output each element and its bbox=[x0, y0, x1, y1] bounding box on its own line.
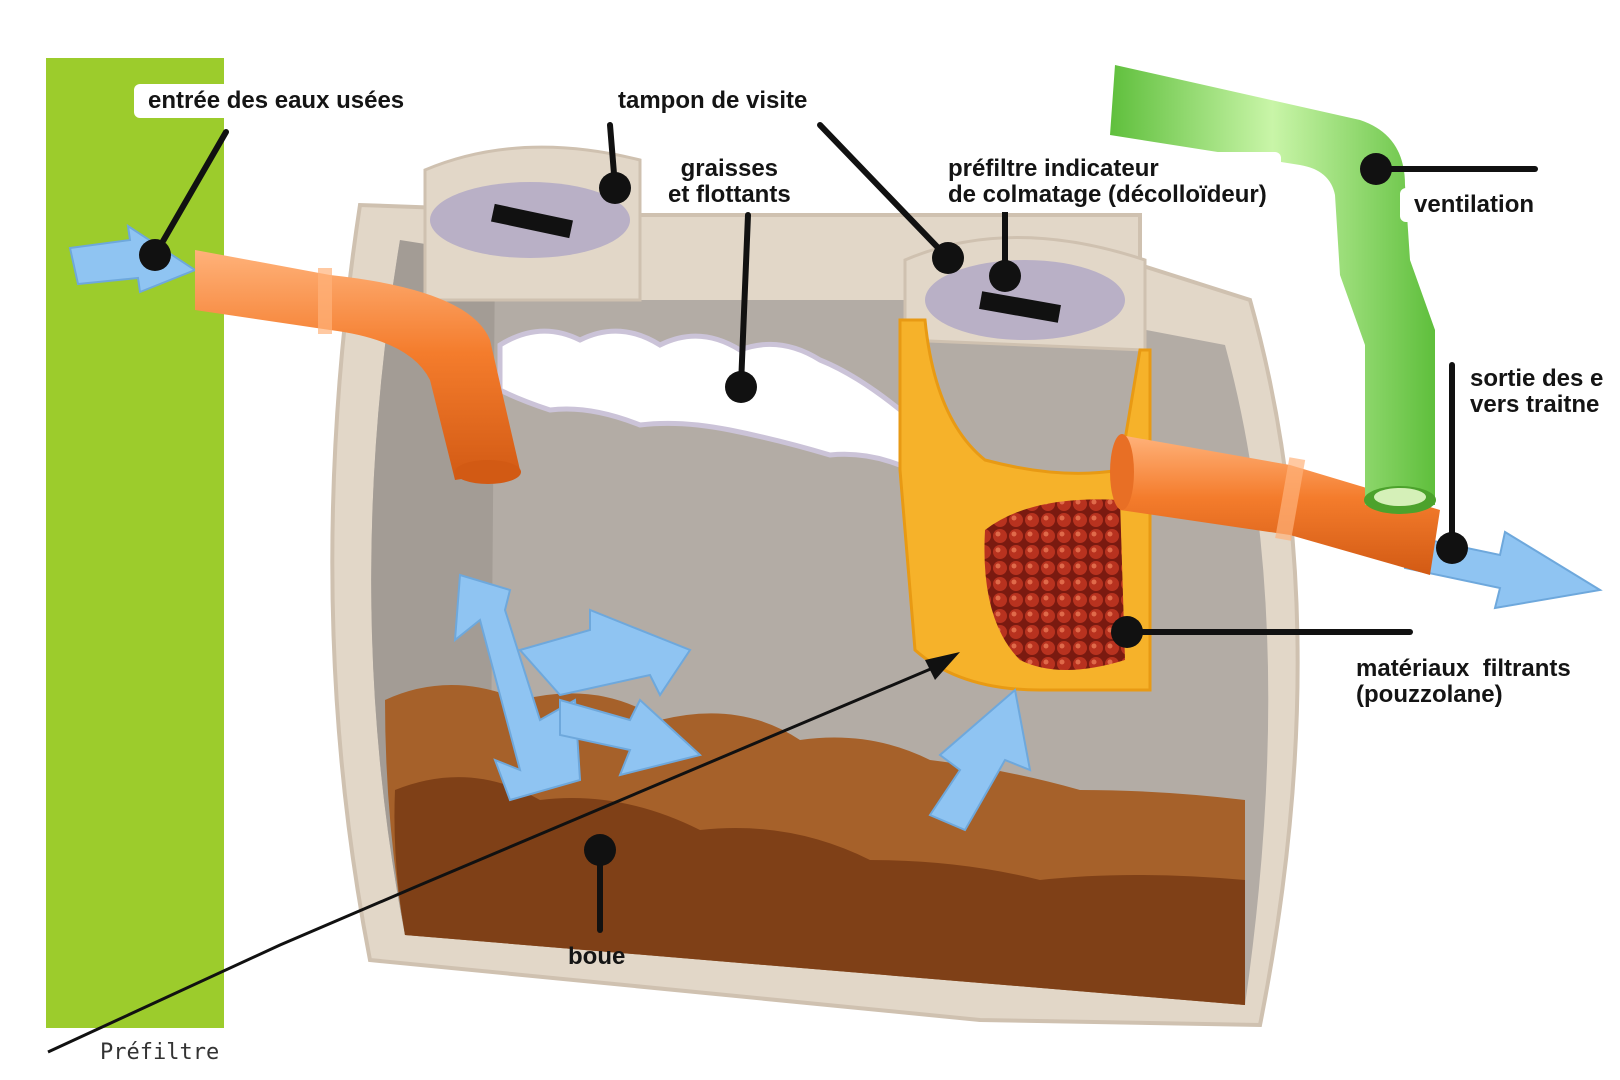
dot-prefilter-indicator bbox=[989, 260, 1021, 292]
manhole-right-slot bbox=[979, 291, 1061, 323]
label-grease: graisses et flottants bbox=[654, 152, 805, 212]
inlet-pipe bbox=[195, 250, 521, 484]
sludge-dark bbox=[394, 777, 1245, 1005]
ventilation-pipe bbox=[1110, 65, 1436, 514]
label-filter-media: matériaux filtrants (pouzzolane) bbox=[1342, 652, 1585, 712]
leader-inlet bbox=[152, 129, 229, 258]
label-sludge: boue bbox=[568, 943, 626, 970]
label-manhole: tampon de visite bbox=[604, 84, 822, 118]
leader-manhole-right bbox=[817, 122, 948, 258]
flow-arrow-right-upper bbox=[518, 608, 692, 697]
dot-filter-media bbox=[1111, 616, 1143, 648]
dot-grease bbox=[725, 371, 757, 403]
pozzolan-media bbox=[984, 499, 1125, 670]
leader-grease bbox=[738, 212, 751, 388]
label-outlet: sortie des e vers traitne bbox=[1470, 365, 1604, 418]
label-prefilter: Préfiltre bbox=[100, 1040, 220, 1065]
dot-manhole-right bbox=[932, 242, 964, 274]
label-ventilation: ventilation bbox=[1400, 188, 1549, 222]
inlet-arrow bbox=[68, 223, 198, 294]
flow-arrow-right-lower bbox=[559, 698, 703, 777]
flow-arrows bbox=[68, 223, 1603, 832]
ground-strip bbox=[46, 58, 224, 1028]
prefilter-pointer-head bbox=[925, 652, 960, 680]
dot-manhole-left bbox=[599, 172, 631, 204]
label-prefilter-indicator: préfiltre indicateur de colmatage (décol… bbox=[934, 152, 1281, 212]
flow-arrow-left bbox=[453, 573, 582, 802]
dot-outlet bbox=[1436, 532, 1468, 564]
prefilter-pointer-line bbox=[47, 663, 941, 1054]
dot-sludge bbox=[584, 834, 616, 866]
leader-dots bbox=[139, 153, 1468, 866]
manhole-left-slot bbox=[491, 203, 573, 239]
flow-arrow-rising bbox=[928, 688, 1032, 832]
outlet-pipe bbox=[1110, 434, 1440, 575]
dot-inlet bbox=[139, 239, 171, 271]
dot-ventilation bbox=[1360, 153, 1392, 185]
label-inlet: entrée des eaux usées bbox=[134, 84, 419, 118]
